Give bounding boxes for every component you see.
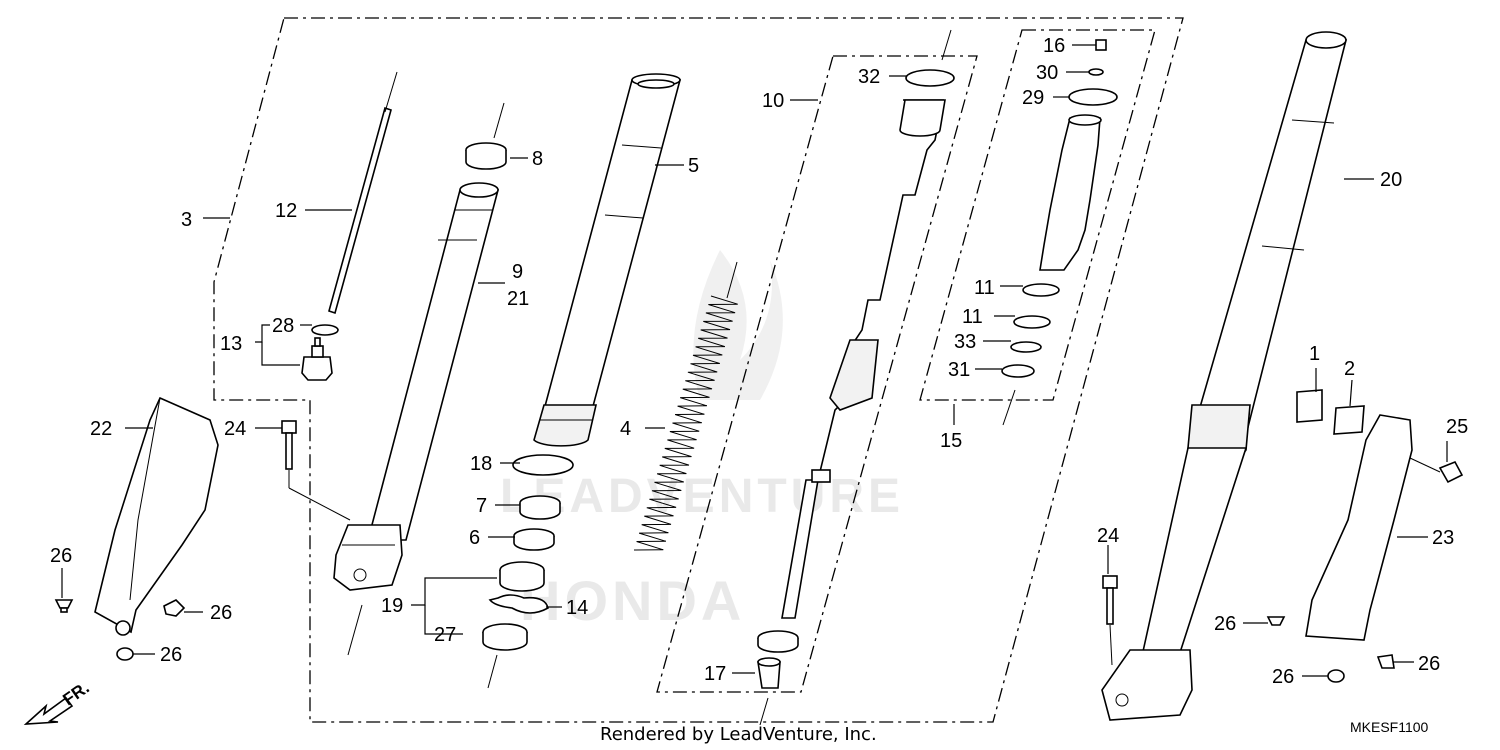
part-label-13: 13 — [220, 333, 242, 355]
clips-26-right — [1266, 616, 1395, 683]
part-label-4: 4 — [620, 418, 631, 440]
part-label-9: 9 — [512, 261, 523, 283]
part-label-26f: 26 — [1418, 653, 1440, 675]
part-label-29: 29 — [1022, 87, 1044, 109]
part-label-21: 21 — [507, 288, 529, 310]
part-label-11b: 11 — [962, 306, 983, 328]
fork-guard-23 — [1305, 414, 1413, 641]
part-label-16: 16 — [1043, 35, 1065, 57]
fork-guard-22 — [94, 396, 219, 636]
part-labels: 1 2 3 4 5 6 7 8 9 10 11 11 12 13 14 15 1… — [50, 35, 1468, 688]
part-label-24b: 24 — [1097, 525, 1119, 547]
part-label-14: 14 — [566, 597, 588, 619]
damper-assembly-outline — [656, 55, 978, 693]
bolt-24-left — [281, 420, 351, 521]
diagram-code: MKESF1100 — [1350, 719, 1429, 735]
clamps-1-2 — [1296, 389, 1365, 435]
part-label-20: 20 — [1380, 169, 1402, 191]
part-label-5: 5 — [688, 155, 699, 177]
part-label-32: 32 — [858, 66, 880, 88]
part-label-25: 25 — [1446, 416, 1468, 438]
part-label-27: 27 — [434, 624, 456, 646]
inner-tube-5 — [533, 73, 682, 447]
part-label-1: 1 — [1309, 343, 1320, 365]
front-direction-arrow: FR. — [23, 678, 93, 725]
part-label-19: 19 — [381, 595, 403, 617]
watermark: LEADVENTURE HONDA — [500, 250, 904, 632]
bolt-25 — [1409, 457, 1464, 484]
bolt-24-right — [1102, 575, 1118, 666]
right-fork-20 — [1101, 31, 1348, 721]
part-label-11a: 11 — [974, 277, 995, 299]
part-label-26a: 26 — [50, 545, 72, 567]
part-label-33: 33 — [954, 331, 976, 353]
part-label-26e: 26 — [1272, 666, 1294, 688]
part-label-23: 23 — [1432, 527, 1454, 549]
leader-lines — [61, 44, 1448, 677]
part-label-8: 8 — [532, 148, 543, 170]
part-label-10: 10 — [762, 90, 784, 112]
part-label-26c: 26 — [160, 644, 182, 666]
part-label-28: 28 — [272, 315, 294, 337]
part-label-26b: 26 — [210, 602, 232, 624]
damper-10 — [757, 29, 955, 726]
part-label-7: 7 — [476, 495, 487, 517]
part-label-12: 12 — [275, 200, 297, 222]
rendered-by-credit: Rendered by LeadVenture, Inc. — [600, 724, 877, 745]
group-outlines — [213, 17, 1184, 723]
part-label-3: 3 — [181, 209, 192, 231]
cartridge-15 — [1001, 39, 1118, 426]
part-label-2: 2 — [1344, 358, 1355, 380]
rings-left — [482, 454, 574, 689]
spring-4 — [633, 261, 738, 551]
part-label-6: 6 — [469, 527, 480, 549]
part-label-30: 30 — [1036, 62, 1058, 84]
watermark-make-text: HONDA — [520, 569, 745, 632]
part-label-17: 17 — [704, 663, 726, 685]
part-label-15: 15 — [940, 430, 962, 452]
valve-13 — [301, 324, 339, 381]
part-label-26d: 26 — [1214, 613, 1236, 635]
part-label-31: 31 — [948, 359, 970, 381]
clips-26-left — [54, 599, 186, 661]
part-label-24a: 24 — [224, 418, 246, 440]
fork-assembly-outline — [213, 17, 1184, 723]
cartridge-kit-outline — [919, 29, 1156, 401]
rod-12 — [328, 71, 398, 315]
collar-8 — [465, 102, 507, 170]
part-label-18: 18 — [470, 453, 492, 475]
watermark-brand-text: LEADVENTURE — [500, 470, 904, 523]
outer-tube-9 — [333, 182, 500, 656]
part-label-22: 22 — [90, 418, 112, 440]
